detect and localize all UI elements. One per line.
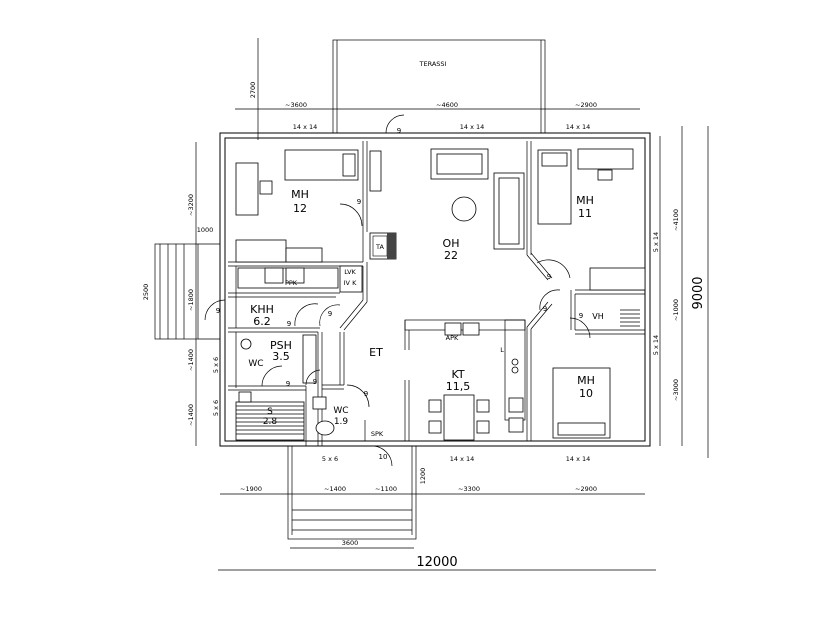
ppk-label: PPK xyxy=(285,279,298,287)
interior-walls xyxy=(228,141,645,446)
room-khh-name: KHH xyxy=(250,303,274,316)
room-wc2-area: 1.9 xyxy=(334,417,349,427)
door-swings xyxy=(204,114,591,467)
dim-top-c: ~2900 xyxy=(575,101,597,109)
room-wc1-name: WC xyxy=(248,359,263,369)
door-khh-hall: 9 xyxy=(328,310,332,318)
room-sauna-name: S xyxy=(267,407,273,417)
room-mh12-name: MH xyxy=(291,188,309,201)
ivk-label: IV K xyxy=(344,279,357,287)
room-mh10-area: 10 xyxy=(579,387,593,400)
dim-left-c: ~1800 xyxy=(187,289,195,311)
dim-right-b: ~1000 xyxy=(672,299,680,321)
door-sauna: 9 xyxy=(313,378,317,386)
dim-left-f: ~1400 xyxy=(187,404,195,426)
dim-left-d: 2500 xyxy=(142,284,150,301)
dim-bottom-a: ~1900 xyxy=(240,485,262,493)
room-labels: MH 12 MH 11 OH 22 KHH 6.2 PSH 3.5 WC S 2… xyxy=(248,188,603,427)
dim-steps-depth: 1200 xyxy=(419,468,427,485)
room-vh-name: VH xyxy=(592,312,604,321)
furniture: TA xyxy=(235,148,646,441)
dim-left-b: 1000 xyxy=(197,226,214,234)
window-left-lower: 5 x 6 xyxy=(212,400,220,416)
room-sauna-area: 2.8 xyxy=(263,417,278,427)
coffee-table xyxy=(451,196,477,222)
terrace-label: TERASSI xyxy=(419,60,447,68)
dim-top-a: ~3600 xyxy=(285,101,307,109)
dimension-labels: ~3600 ~4600 ~2900 2700 ~1900 ~1400 ~1100… xyxy=(142,82,706,570)
dim-total-width: 12000 xyxy=(416,555,457,570)
dim-bottom-c: ~1100 xyxy=(375,485,397,493)
dimension-lines xyxy=(195,38,709,571)
room-psh-name: PSH xyxy=(270,339,292,352)
dining-table xyxy=(443,394,475,441)
door-psh: 9 xyxy=(286,380,290,388)
window-right-lower: 5 x 14 xyxy=(652,335,660,355)
dim-bottom-d: ~3300 xyxy=(458,485,480,493)
room-kt-name: KT xyxy=(451,368,464,381)
dim-right-c: ~3000 xyxy=(672,379,680,401)
lvk-label: LVK xyxy=(344,268,356,276)
room-wc2-name: WC xyxy=(333,406,348,416)
room-oh-area: 22 xyxy=(444,249,458,262)
room-oh-name: OH xyxy=(443,237,460,250)
window-right-upper: 5 x 14 xyxy=(652,232,660,252)
terrace: TERASSI xyxy=(332,39,546,134)
room-psh-area: 3.5 xyxy=(272,350,290,363)
l-label: L xyxy=(500,346,504,354)
dim-steps-width: 3600 xyxy=(342,539,359,547)
window-left-upper: 5 x 6 xyxy=(212,357,220,373)
room-khh-area: 6.2 xyxy=(253,315,271,328)
room-mh11-area: 11 xyxy=(578,207,592,220)
fixture-labels: PPK LVK IV K APK SPK L xyxy=(285,268,504,438)
dim-left-a: ~3200 xyxy=(187,194,195,216)
desk-mh12 xyxy=(235,162,259,216)
window-top-right: 14 x 14 xyxy=(566,123,591,131)
door-vh: 9 xyxy=(579,312,583,320)
room-mh11-name: MH xyxy=(576,194,594,207)
dim-total-height: 9000 xyxy=(691,276,706,309)
dim-terrace-depth: 2700 xyxy=(249,82,257,99)
door-entry: 10 xyxy=(379,453,388,461)
spk-label: SPK xyxy=(371,430,384,438)
room-mh10-name: MH xyxy=(577,374,595,387)
window-top-left: 14 x 14 xyxy=(293,123,318,131)
desk-mh11 xyxy=(577,148,634,170)
room-kt-area: 11,5 xyxy=(446,380,471,393)
side-steps xyxy=(154,243,220,340)
window-bottom-left: 5 x 6 xyxy=(322,455,338,463)
door-mh10: 9 xyxy=(543,305,547,313)
sauna-bench xyxy=(235,391,305,441)
door-khh: 9 xyxy=(287,320,291,328)
apk-label: APK xyxy=(446,334,459,342)
door-khh-outside: 9 xyxy=(216,307,220,315)
window-bottom-right: 14 x 14 xyxy=(566,455,591,463)
door-terrace: 9 xyxy=(397,127,401,135)
ta-label: TA xyxy=(375,243,384,251)
entry-steps xyxy=(287,445,417,540)
room-et-name: ET xyxy=(369,346,383,359)
window-bottom-mid: 14 x 14 xyxy=(450,455,475,463)
dim-left-e: ~1400 xyxy=(187,349,195,371)
door-mh12: 9 xyxy=(357,198,361,206)
door-labels: 9 9 9 9 9 9 9 9 9 9 9 10 xyxy=(216,127,583,461)
dim-bottom-b: ~1400 xyxy=(324,485,346,493)
window-top-mid: 14 x 14 xyxy=(460,123,485,131)
dim-top-b: ~4600 xyxy=(436,101,458,109)
window-labels: 14 x 14 14 x 14 14 x 14 14 x 14 14 x 14 … xyxy=(212,123,660,463)
dim-right-a: ~4100 xyxy=(672,209,680,231)
door-wc2: 9 xyxy=(364,390,368,398)
door-mh11: 9 xyxy=(547,273,551,281)
room-mh12-area: 12 xyxy=(293,202,307,215)
dim-bottom-e: ~2900 xyxy=(575,485,597,493)
